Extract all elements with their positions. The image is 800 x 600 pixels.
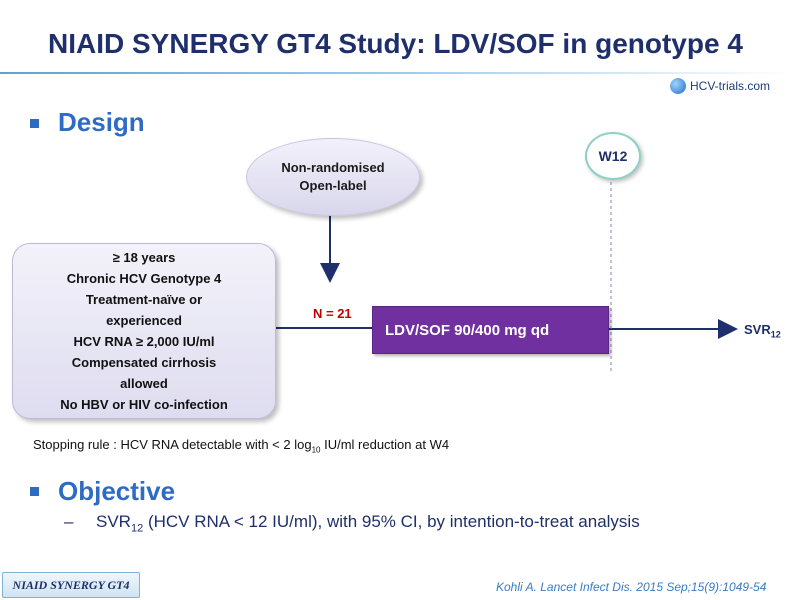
criteria-line: Chronic HCV Genotype 4 <box>66 271 222 286</box>
slide-title: NIAID SYNERGY GT4 Study: LDV/SOF in geno… <box>48 28 743 59</box>
sample-size-label: N = 21 <box>313 306 352 321</box>
criteria-line: HCV RNA ≥ 2,000 IU/ml <box>73 334 215 349</box>
objective-dash: – <box>64 512 74 531</box>
criteria-line: ≥ 18 years <box>112 250 176 265</box>
design-ellipse: Non-randomised Open-label <box>246 138 420 216</box>
criteria-line: Treatment-naïve or <box>85 292 203 307</box>
study-tag-badge: NIAID SYNERGY GT4 <box>2 572 140 598</box>
logo-text: HCV-trials.com <box>689 79 770 93</box>
site-logo: HCV-trials.com <box>669 78 770 94</box>
ellipse-line-2: Open-label <box>299 178 367 193</box>
treatment-arm-box: LDV/SOF 90/400 mg qd <box>372 306 609 354</box>
w12-marker: W12 <box>585 132 641 180</box>
criteria-line: No HBV or HIV co-infection <box>60 397 228 412</box>
inclusion-criteria-box: ≥ 18 years Chronic HCV Genotype 4 Treatm… <box>12 243 276 419</box>
criteria-line: allowed <box>120 376 168 391</box>
title-divider <box>0 72 800 74</box>
criteria-line: experienced <box>106 313 182 328</box>
reference-citation: Kohli A. Lancet Infect Dis. 2015 Sep;15(… <box>496 580 767 594</box>
stopping-rule-text: Stopping rule : HCV RNA detectable with … <box>33 437 450 455</box>
design-bullet-icon <box>30 119 39 128</box>
ellipse-line-1: Non-randomised <box>281 160 385 175</box>
svr-endpoint-label: SVR12 <box>744 322 781 340</box>
objective-item: –SVR12 (HCV RNA < 12 IU/ml), with 95% CI… <box>64 512 640 535</box>
objective-bullet-icon <box>30 487 39 496</box>
objective-heading: Objective <box>58 476 176 506</box>
criteria-line: Compensated cirrhosis <box>71 355 217 370</box>
treatment-label: LDV/SOF 90/400 mg qd <box>385 321 550 339</box>
design-heading: Design <box>58 107 145 137</box>
globe-icon <box>669 78 686 94</box>
